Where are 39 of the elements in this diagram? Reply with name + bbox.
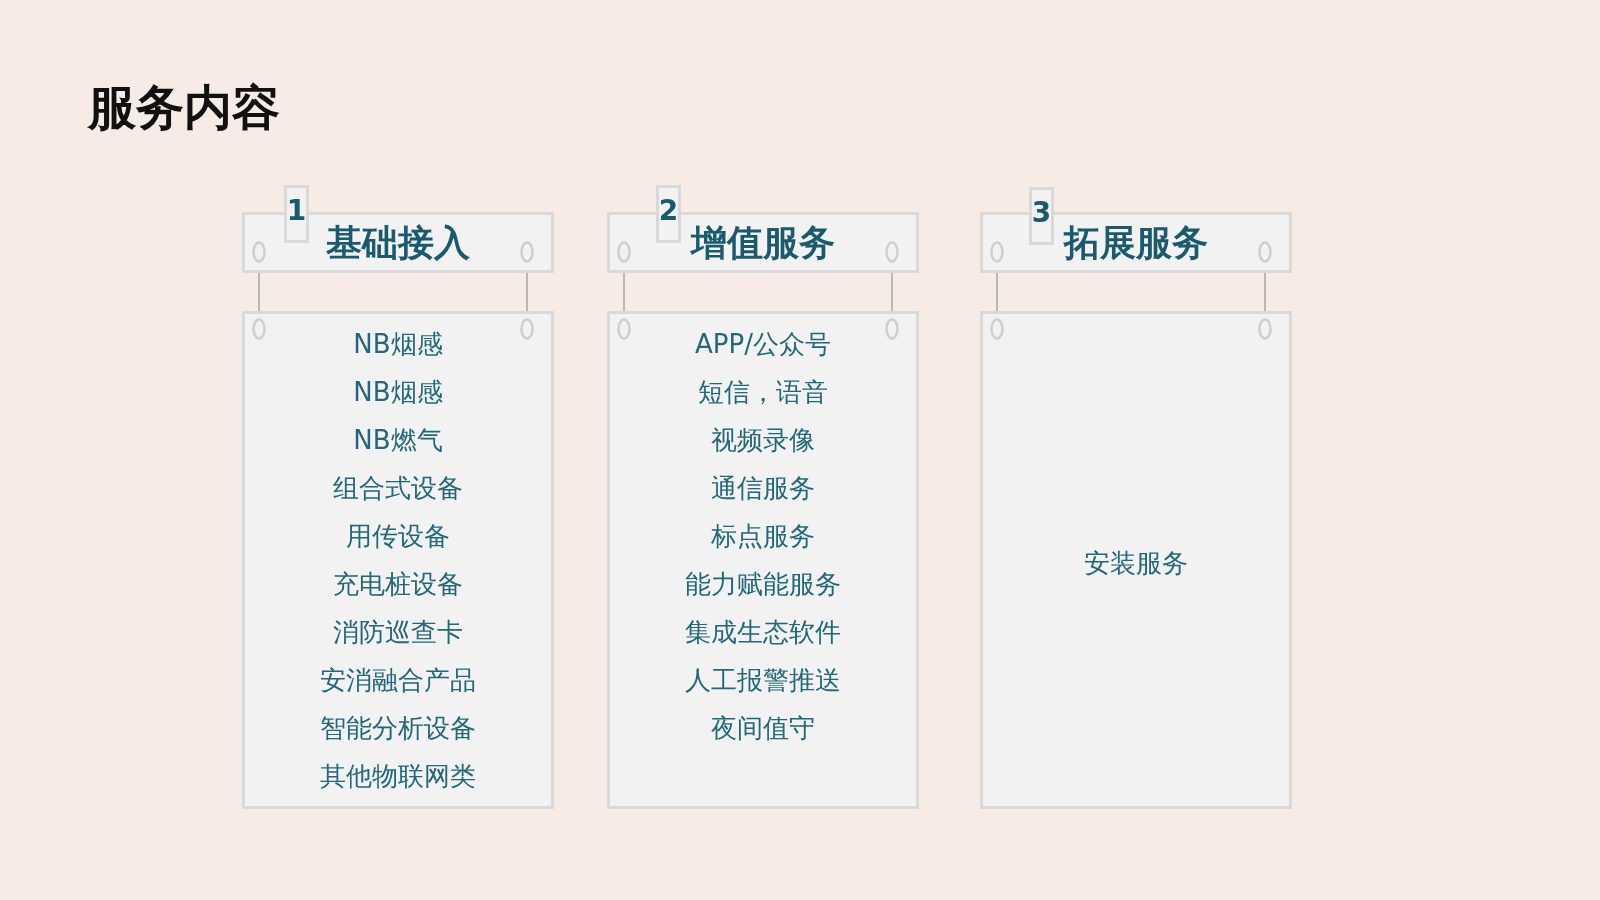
step-number: 3: [1031, 198, 1052, 228]
list-item: 视频录像: [711, 424, 815, 457]
hanging-string: [258, 272, 260, 312]
step-number: 1: [286, 196, 307, 226]
list-item: 消防巡查卡: [333, 616, 463, 649]
hanging-string: [623, 272, 625, 312]
list-item: 夜间值守: [711, 712, 815, 745]
list-item: 能力赋能服务: [685, 568, 841, 601]
heading: 增值服务: [691, 220, 835, 265]
list-item: NB燃气: [353, 424, 443, 457]
list-item: NB烟感: [353, 328, 443, 361]
heading: 基础接入: [326, 220, 470, 265]
list-item: APP/公众号: [695, 328, 831, 361]
hanging-string: [996, 272, 998, 312]
hanging-string: [526, 272, 528, 312]
list-item: 标点服务: [711, 520, 815, 553]
title: 服务内容: [88, 78, 280, 136]
list-item: 用传设备: [346, 520, 450, 553]
list-item: 短信，语音: [698, 376, 828, 409]
number-tab: [284, 185, 309, 243]
number-tab: [656, 185, 681, 243]
number-tab: [1029, 187, 1054, 245]
list-item: 安装服务: [1084, 547, 1188, 580]
list-item: 人工报警推送: [685, 664, 841, 697]
list-item: 智能分析设备: [320, 712, 476, 745]
step-number: 2: [658, 196, 679, 226]
list-panel: [607, 311, 919, 809]
heading: 拓展服务: [1064, 220, 1208, 265]
hanging-string: [891, 272, 893, 312]
hanging-string: [1264, 272, 1266, 312]
list-item: 其他物联网类: [320, 760, 476, 793]
list-item: 充电桩设备: [333, 568, 463, 601]
list-item: NB烟感: [353, 376, 443, 409]
list-panel: [242, 311, 554, 809]
list-item: 集成生态软件: [685, 616, 841, 649]
list-item: 通信服务: [711, 472, 815, 505]
list-panel: [980, 311, 1292, 809]
list-item: 组合式设备: [333, 472, 463, 505]
list-item: 安消融合产品: [320, 664, 476, 697]
